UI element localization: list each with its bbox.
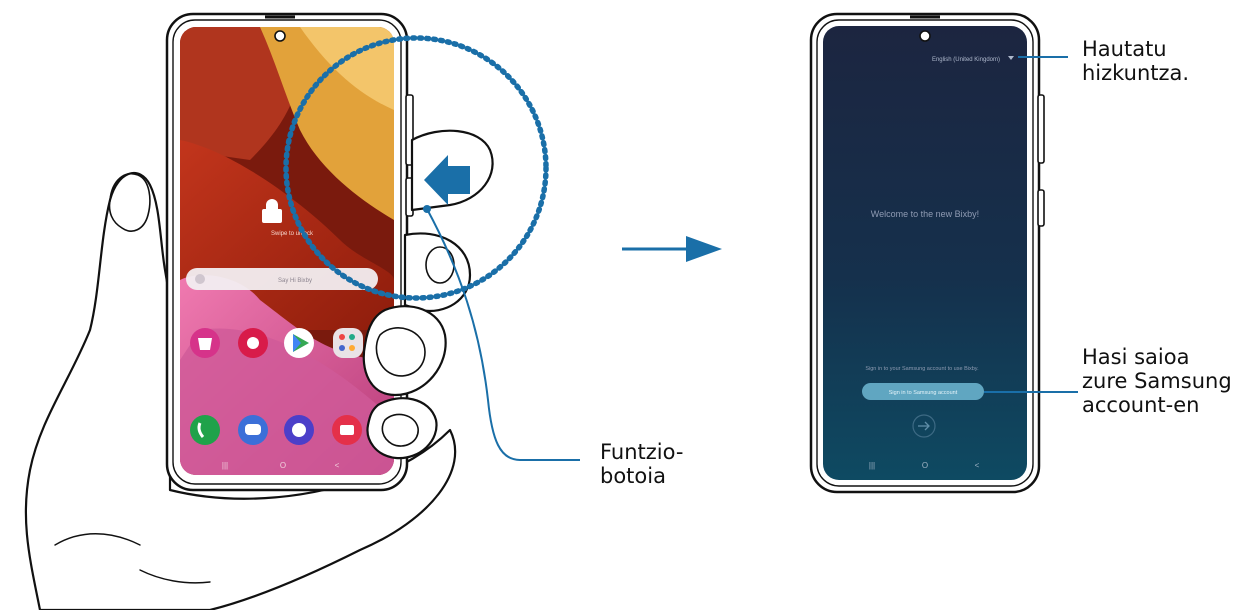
- zoom-circle: [283, 35, 549, 301]
- folder-icon[interactable]: [333, 328, 363, 358]
- press-arrow-icon: [424, 155, 470, 205]
- bixby-screen: [823, 26, 1027, 480]
- welcome-text: Welcome to the new Bixby!: [871, 209, 979, 219]
- sign-in-prompt: Sign in to your Samsung account to use B…: [865, 366, 979, 372]
- select-language-label: Hautatu hizkuntza.: [1082, 37, 1190, 85]
- sign-in-button[interactable]: [862, 383, 984, 400]
- nav-back-right[interactable]: <: [975, 461, 980, 470]
- nav-recents[interactable]: |||: [222, 461, 228, 470]
- language-selector[interactable]: English (United Kingdom): [932, 57, 1000, 63]
- side-key-callout-line: [426, 208, 580, 461]
- lock-icon: [266, 199, 278, 209]
- sign-in-button-label: Sign in to Samsung account: [889, 390, 958, 396]
- unlock-hint: Swipe to unlock: [271, 231, 314, 237]
- front-camera: [274, 30, 286, 42]
- chevron-down-icon: [1008, 56, 1014, 60]
- next-button[interactable]: [912, 414, 936, 438]
- phone-icon[interactable]: [190, 415, 220, 445]
- nav-home-right[interactable]: O: [922, 461, 928, 470]
- nav-recents-right[interactable]: |||: [869, 461, 875, 470]
- hand-illustration: [24, 172, 457, 610]
- app-row-2: [190, 415, 362, 445]
- front-camera-right: [919, 30, 931, 42]
- app-row-1: [190, 328, 363, 358]
- arrow-right-icon: [918, 421, 930, 431]
- transition-arrow: [622, 236, 722, 262]
- left-screen: Swipe to unlock Say Hi Bixby: [180, 27, 394, 475]
- nav-back[interactable]: <: [335, 461, 340, 470]
- side-key-label: Funtzio- botoia: [600, 440, 684, 488]
- search-placeholder: Say Hi Bixby: [278, 278, 312, 284]
- search-bar[interactable]: [186, 268, 378, 290]
- sign-in-label: Hasi saioa zure Samsung account-en: [1082, 345, 1232, 417]
- nav-home[interactable]: O: [280, 461, 286, 470]
